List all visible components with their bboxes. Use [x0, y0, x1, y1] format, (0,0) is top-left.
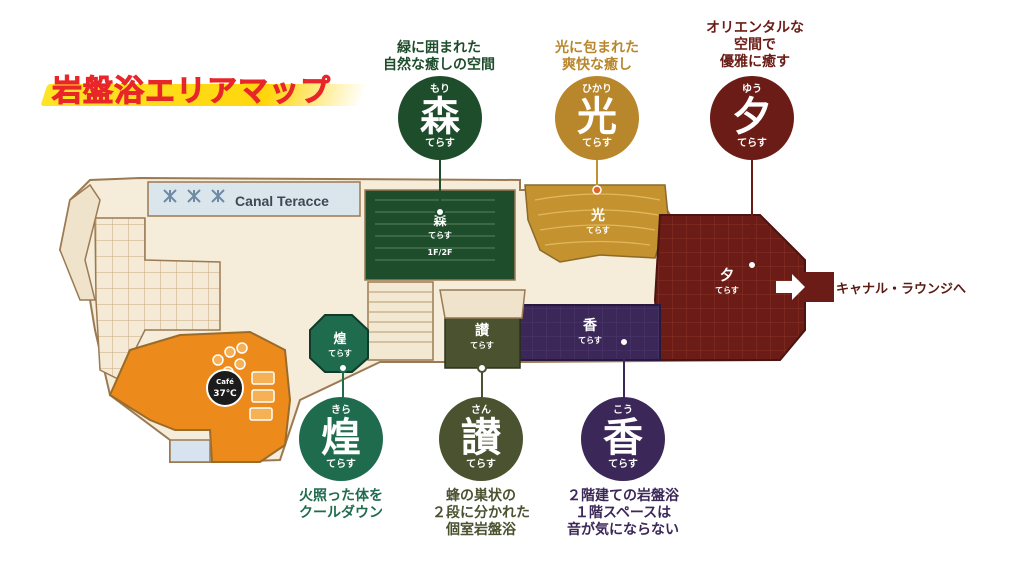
cafe-seating — [212, 342, 275, 421]
page-title: 岩盤浴エリアマップ — [52, 74, 331, 110]
room-kira-badge[interactable]: きら煌てらす — [299, 397, 383, 481]
svg-text:てらす: てらす — [578, 336, 602, 345]
caption-mori: 緑に囲まれた自然な癒しの空間 — [383, 40, 495, 73]
map-label-kira: 煌 — [333, 331, 346, 347]
svg-text:Café: Café — [216, 378, 234, 386]
map-label-hikari: 光 — [590, 207, 605, 224]
cafe-water-area — [169, 439, 211, 463]
cafe-badge: Café 37℃ — [206, 369, 244, 407]
caption-yu: オリエンタルな空間で優雅に癒す — [706, 20, 804, 70]
left-corridor — [59, 183, 101, 301]
svg-text:てらす: てらす — [470, 341, 494, 350]
canal-terrace-area — [147, 181, 361, 217]
lounge-passage — [800, 272, 834, 302]
room-san-badge[interactable]: さん讃てらす — [439, 397, 523, 481]
svg-text:てらす: てらす — [328, 349, 352, 358]
canal-terrace-icons — [163, 189, 225, 203]
canal-terrace-label: Canal Teracce — [235, 193, 329, 209]
map-label-floor: 1F/2F — [428, 248, 453, 257]
room-yu-badge[interactable]: ゆう夕てらす — [710, 76, 794, 160]
room-hikari-benches — [534, 193, 661, 246]
room-kira-area — [309, 314, 369, 373]
svg-text:てらす: てらす — [715, 286, 739, 295]
caption-hikari: 光に包まれた爽快な癒し — [555, 40, 639, 73]
left-grid-area — [94, 217, 221, 382]
svg-text:37℃: 37℃ — [213, 389, 237, 399]
room-kou-badge[interactable]: こう香てらす — [581, 397, 665, 481]
svg-text:てらす: てらす — [428, 231, 452, 240]
svg-text:てらす: てらす — [586, 226, 610, 235]
map-label-mori: 森 — [433, 213, 447, 229]
lounge-arrow-icon — [776, 274, 805, 300]
lounge-label: キャナル・ラウンジへ — [836, 282, 966, 297]
map-label-kou: 香 — [582, 317, 598, 334]
map-label-san: 讃 — [475, 322, 490, 339]
room-hikari-badge[interactable]: ひかり光てらす — [555, 76, 639, 160]
room-mori-badge[interactable]: もり森てらす — [398, 76, 482, 160]
map-label-yu: 夕 — [720, 267, 734, 284]
lower-stair-area — [367, 281, 434, 361]
caption-kira: 火照った体をクールダウン — [299, 488, 383, 521]
